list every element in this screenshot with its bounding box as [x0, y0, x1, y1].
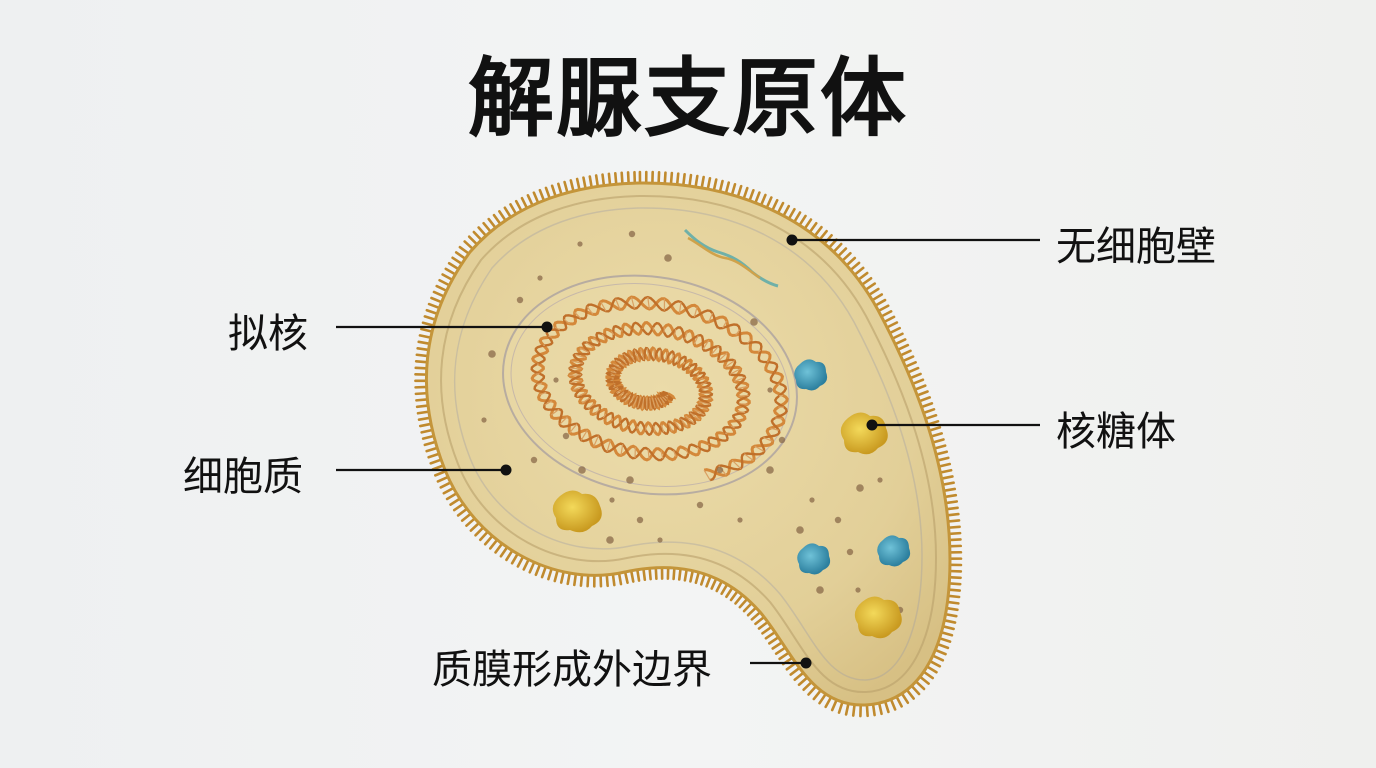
ribosome-blue-1: [794, 359, 828, 391]
inner-membrane-line: [440, 194, 938, 694]
label-ribosome: 核糖体: [1056, 409, 1176, 455]
ribosome-blue-2: [797, 543, 831, 575]
cytoplasm-particles: [481, 230, 904, 614]
leader-dot-membrane: [800, 657, 812, 669]
diagram-title: 解脲支原体: [468, 49, 908, 149]
rna-strand-2: [687, 236, 761, 280]
ribosome-blue-3: [877, 535, 911, 567]
label-cytoplasm: 细胞质: [183, 454, 303, 500]
leader-dot-cytoplasm: [500, 464, 512, 476]
ribosome-yellow-3: [854, 596, 902, 639]
leader-dot-ribosome: [866, 419, 878, 431]
label-no-cell-wall: 无细胞壁: [1056, 224, 1216, 270]
leader-lines: [336, 234, 1040, 669]
rna-strand: [683, 228, 779, 288]
leader-dot-nucleoid: [541, 321, 553, 333]
nucleoid-region-outline: [510, 283, 790, 487]
label-membrane-boundary: 质膜形成外边界: [432, 647, 712, 693]
leader-dot-no-cell-wall: [786, 234, 798, 246]
inner-membrane-line-2: [453, 207, 923, 681]
ribosome-yellow-2: [552, 490, 602, 533]
label-nucleoid: 拟核: [228, 311, 308, 357]
dna-spiral: [530, 295, 789, 482]
